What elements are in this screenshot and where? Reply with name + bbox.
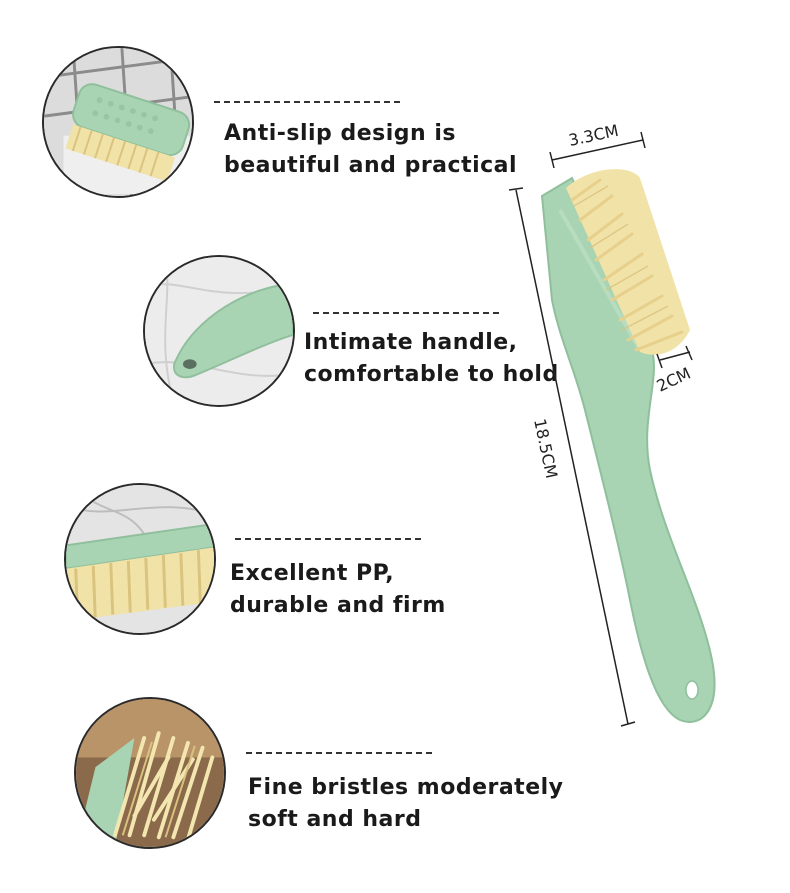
feature-2-text: Intimate handle, comfortable to hold — [304, 327, 559, 391]
feature-2-line1: Intimate handle, — [304, 330, 518, 355]
feature-4-line1: Fine bristles moderately — [248, 775, 564, 800]
bristle-side-closeup-image — [64, 483, 216, 635]
handle-closeup-image — [143, 255, 295, 407]
feature-4-text: Fine bristles moderately soft and hard — [248, 772, 564, 836]
dimension-length — [508, 187, 636, 727]
brush-bristles — [566, 169, 690, 355]
feature-1-line1: Anti-slip design is — [224, 121, 456, 146]
feature-3-line1: Excellent PP, — [230, 561, 395, 586]
divider-dash-2 — [313, 312, 499, 314]
divider-dash-4 — [246, 752, 432, 754]
feature-2-line2: comfortable to hold — [304, 362, 559, 387]
feature-3-line2: durable and firm — [230, 593, 446, 618]
dimension-depth — [656, 345, 693, 369]
dimension-length-label: 18.5CM — [530, 417, 561, 480]
brush-handle — [540, 176, 716, 723]
feature-3-text: Excellent PP, durable and firm — [230, 558, 446, 622]
divider-dash-3 — [235, 538, 421, 540]
dimension-width-label: 3.3CM — [567, 121, 620, 150]
dimension-depth-label: 2CM — [654, 364, 694, 396]
feature-1-text: Anti-slip design is beautiful and practi… — [224, 118, 517, 182]
dimension-width — [549, 131, 646, 169]
brush-top-closeup-image — [42, 46, 194, 198]
divider-dash-1 — [214, 101, 400, 103]
feature-1-line2: beautiful and practical — [224, 153, 518, 178]
feature-4-line2: soft and hard — [248, 807, 422, 832]
